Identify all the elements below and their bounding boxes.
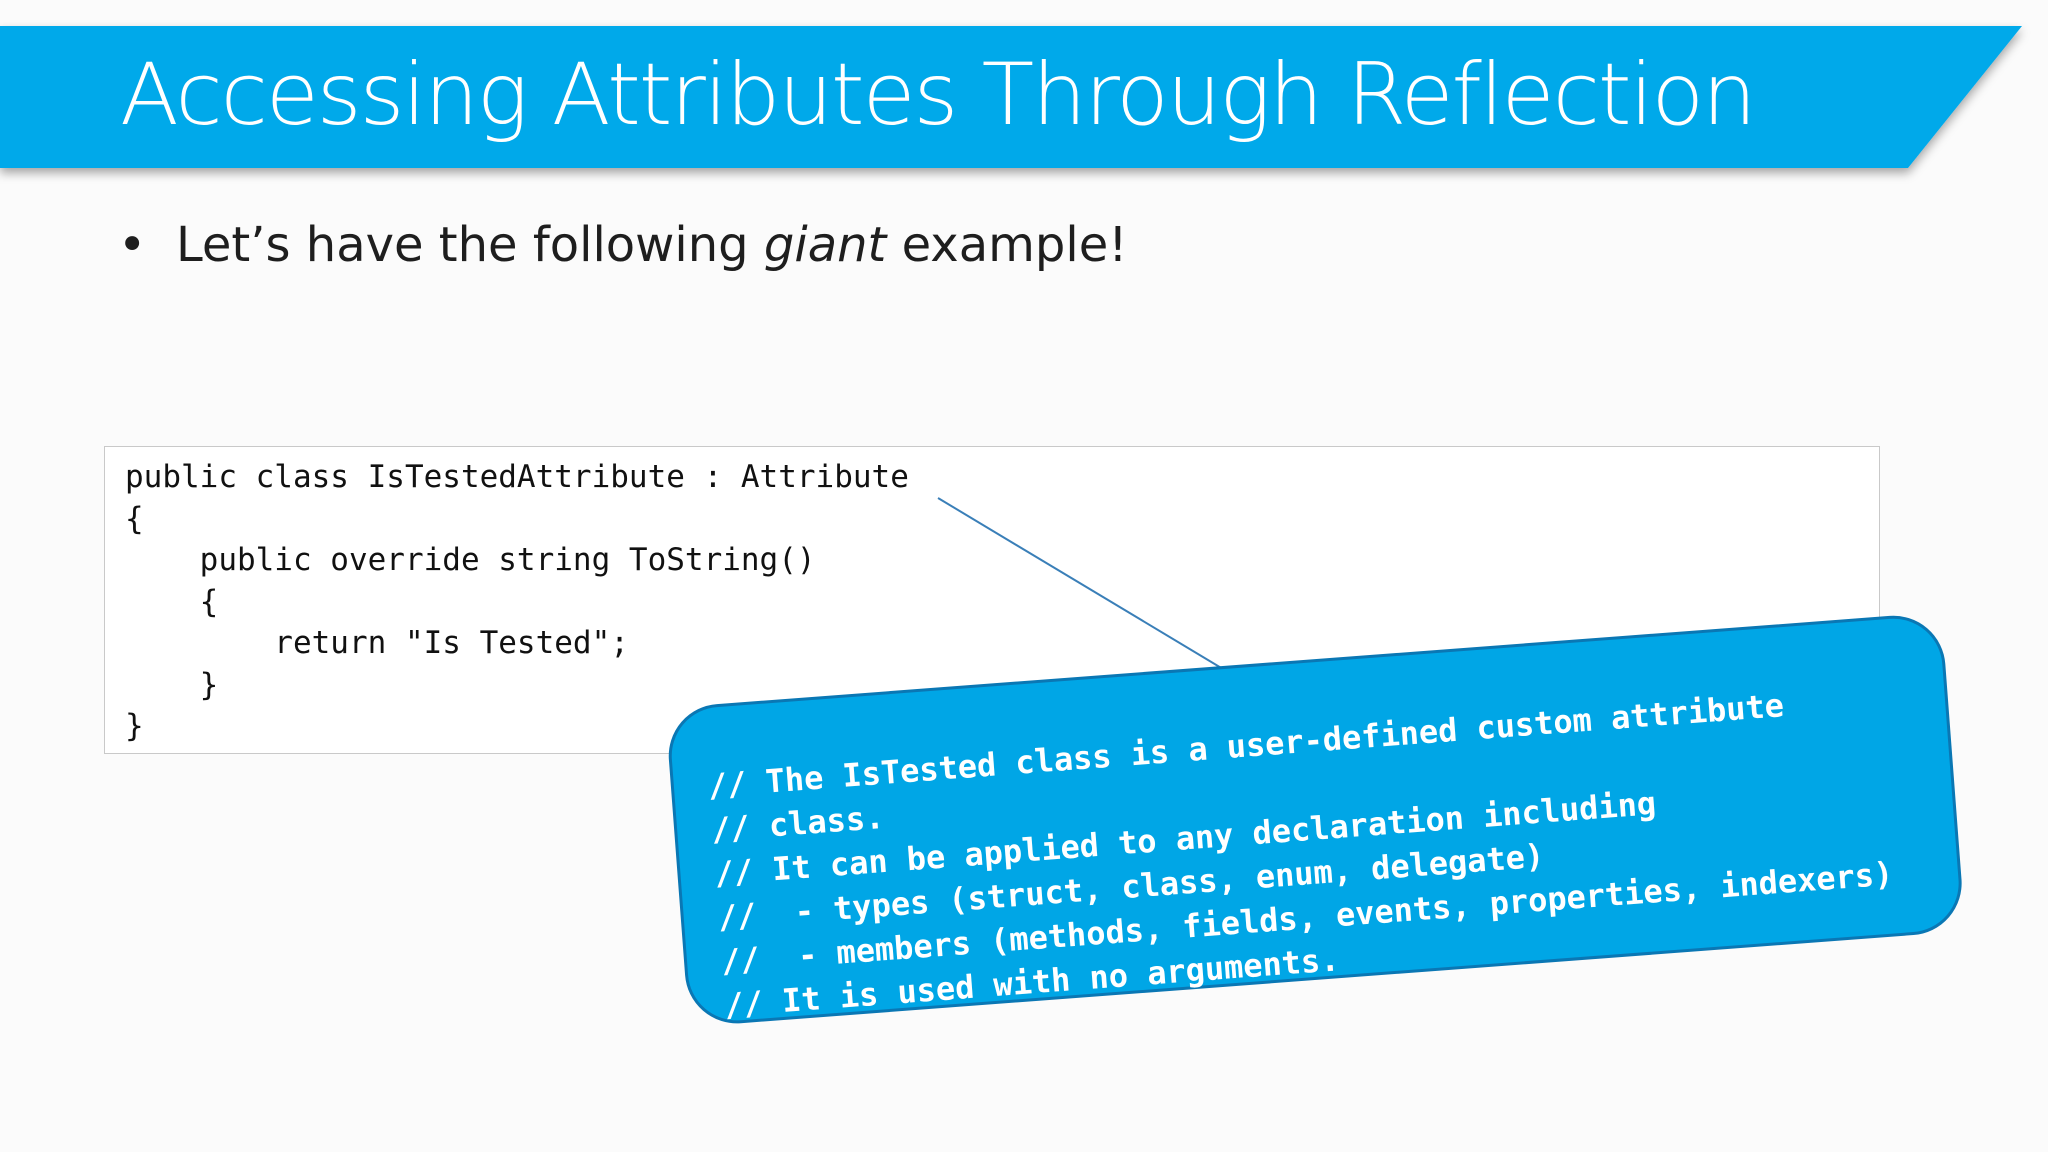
bullet-marker: •	[118, 217, 147, 273]
banner-shape	[0, 26, 2022, 168]
bullet-point: • Let’s have the following giant example!	[118, 215, 1127, 275]
bullet-text-before: Let’s have the following	[176, 217, 764, 273]
bullet-text-emphasis: giant	[763, 217, 887, 273]
code-line: {	[125, 583, 219, 620]
code-line: }	[125, 708, 144, 744]
code-line: {	[125, 500, 144, 537]
title-banner	[0, 26, 2022, 168]
callout-text: // The IsTested class is a user-defined …	[706, 676, 1898, 1027]
bullet-text-after: example!	[886, 217, 1128, 273]
code-line: public override string ToString()	[125, 542, 816, 578]
slide-title: Accessing Attributes Through Reflection	[120, 45, 1757, 145]
code-text: public class IsTestedAttribute : Attribu…	[125, 457, 909, 748]
code-line: public class IsTestedAttribute : Attribu…	[125, 459, 909, 495]
code-line: return "Is Tested";	[125, 625, 629, 661]
code-line: }	[125, 666, 219, 703]
